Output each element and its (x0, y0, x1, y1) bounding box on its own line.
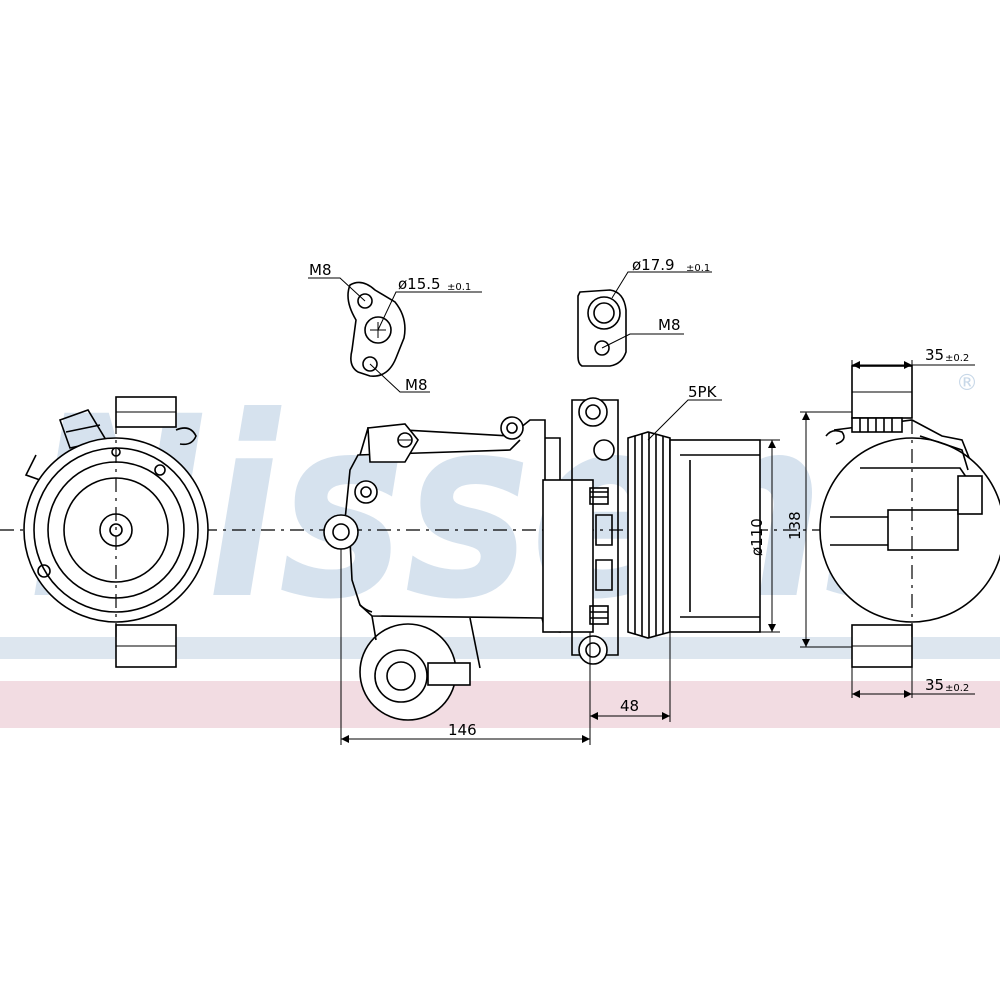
front-view (23, 396, 209, 668)
dimension-lines (340, 360, 975, 745)
rear-view (819, 365, 1000, 668)
flange-right-tolerance-label: ±0.1 (686, 263, 710, 274)
flange-left-tolerance-label: ±0.1 (447, 282, 471, 293)
flange-right-thread-label: M8 (658, 316, 681, 334)
side-bottom-tolerance-label: ±0.2 (945, 683, 969, 694)
pulley-diameter-label: ø110 (748, 518, 766, 556)
length-dimension-label: 146 (448, 721, 477, 739)
pulley-type-label: 5PK (688, 383, 718, 401)
watermark-band-red (0, 681, 1000, 728)
flange-left-thread-top-label: M8 (309, 261, 332, 279)
side-top-dimension-label: 35 (925, 346, 944, 364)
side-top-tolerance-label: ±0.2 (945, 353, 969, 364)
flange-right-diameter-label: ø17.9 (632, 256, 675, 274)
flange-left-thread-bottom-label: M8 (405, 376, 428, 394)
side-bottom-dimension-label: 35 (925, 676, 944, 694)
watermark-band-blue (0, 637, 1000, 659)
watermark-registered-mark: ® (956, 371, 978, 396)
pulley-offset-dimension-label: 48 (620, 697, 639, 715)
flange-detail-right (577, 271, 712, 367)
flange-detail-left (308, 277, 482, 393)
side-view (323, 397, 761, 721)
flange-left-diameter-label: ø15.5 (398, 275, 441, 293)
height-dimension-label: 138 (786, 511, 804, 540)
